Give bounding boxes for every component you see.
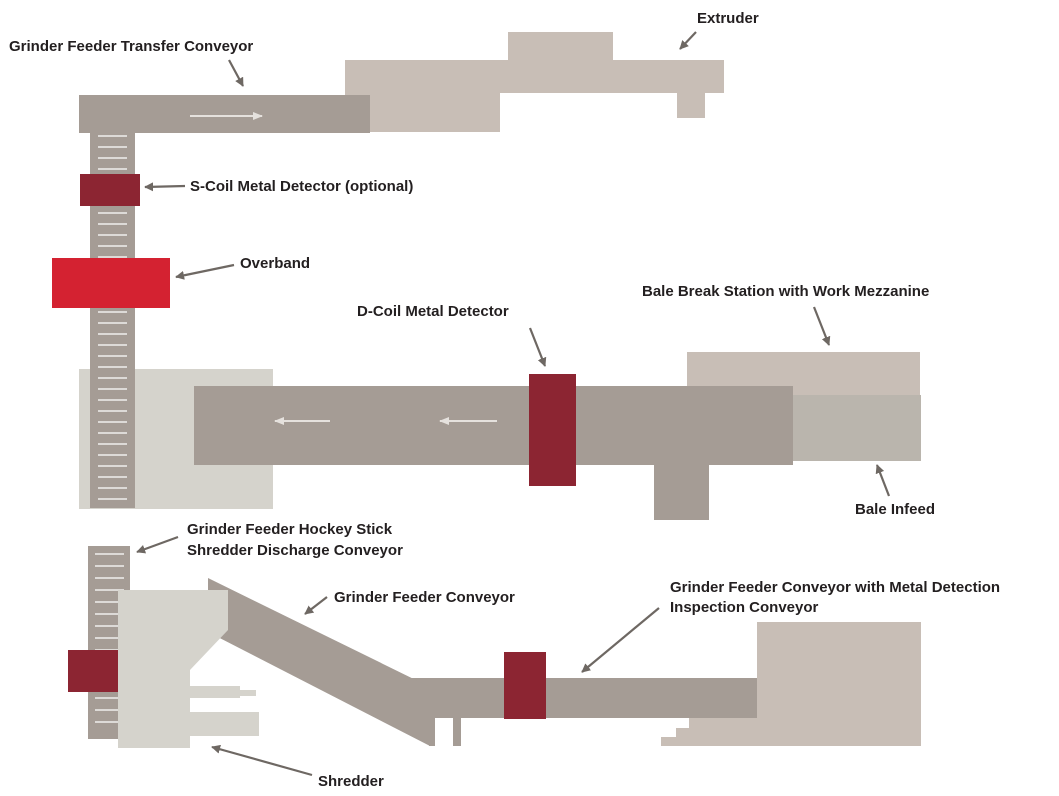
metal-detection-label-line1: Grinder Feeder Conveyor with Metal Detec… <box>670 579 1001 596</box>
main-horizontal-conveyor <box>194 386 793 520</box>
bale-infeed-leader-arrow <box>875 464 891 497</box>
bale-infeed <box>790 395 921 461</box>
s-coil-metal-detector <box>80 174 140 206</box>
s-coil-leader-arrow <box>144 182 186 192</box>
s-coil-label: S-Coil Metal Detector (optional) <box>190 178 414 195</box>
grinder-feeder-leader-arrow <box>304 596 328 615</box>
overband <box>52 258 170 308</box>
extruder <box>345 32 724 132</box>
grinder-feeder-label: Grinder Feeder Conveyor <box>334 589 515 606</box>
overband-leader-arrow <box>175 263 235 280</box>
extruder-leader-arrow <box>679 31 697 50</box>
overband-label: Overband <box>240 255 311 272</box>
d-coil-leader-arrow <box>528 327 547 367</box>
hockey-stick-leader-arrow <box>136 535 179 554</box>
d-coil-label: D-Coil Metal Detector <box>357 303 509 320</box>
d-coil-metal-detector <box>529 374 576 486</box>
shredder <box>118 590 259 748</box>
shredder-leader-arrow <box>211 744 313 777</box>
extruder-label: Extruder <box>697 10 759 27</box>
grinder-feeder-transfer-conveyor <box>79 95 370 133</box>
bale-break-label: Bale Break Station with Work Mezzanine <box>642 283 930 300</box>
inspection-metal-detector <box>504 652 546 719</box>
hockey-stick-metal-detector <box>68 650 118 692</box>
inspection-conveyor-leader-arrow <box>581 607 660 673</box>
transfer-conveyor-leader-arrow <box>228 59 244 87</box>
shredder-label: Shredder <box>318 773 384 790</box>
bale-infeed-label: Bale Infeed <box>855 501 936 518</box>
transfer-conveyor-label: Grinder Feeder Transfer Conveyor <box>9 38 254 55</box>
hockey-stick-label-line1: Grinder Feeder Hockey Stick <box>187 521 393 538</box>
metal-detection-label-line2: Inspection Conveyor <box>670 599 819 616</box>
leader-arrows <box>136 31 891 777</box>
inspection-conveyor <box>388 622 921 746</box>
grinder-feeder-conveyor <box>208 578 430 746</box>
bale-break-leader-arrow <box>812 306 831 346</box>
hockey-stick-label-line2: Shredder Discharge Conveyor <box>187 542 403 559</box>
